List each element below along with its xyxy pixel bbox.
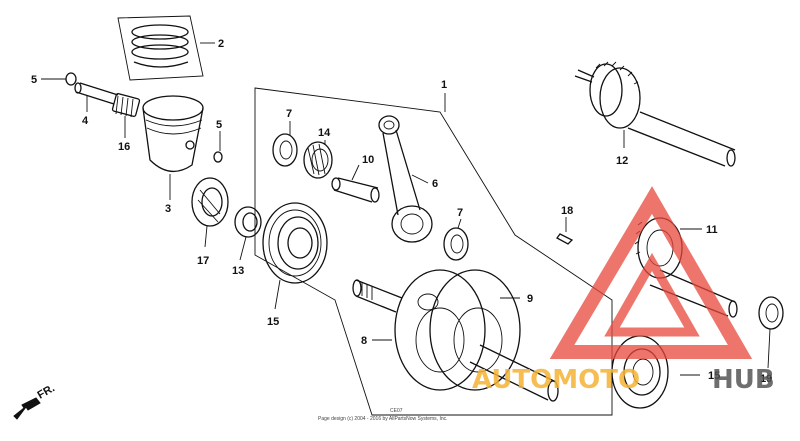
footer-copyright: Page design (c) 2004 - 2016 by AllPartsN… [318,416,448,422]
small-bearing [758,296,784,330]
front-label: FR. [36,382,57,401]
piston-pin [74,82,119,105]
thrust-washer-lower-inner [450,234,464,254]
crankshaft-left [352,269,486,391]
label-8: 8 [361,335,367,347]
label-10: 10 [362,154,374,166]
assembly-group-outline [254,87,613,416]
thrust-washer-upper [272,133,298,167]
collar [234,206,262,238]
label-16: 16 [118,141,130,153]
label-5-right: 5 [216,119,222,131]
piston [142,95,204,172]
front-arrow: FR. [13,382,57,420]
piston-pin-clip-right [213,151,223,163]
watermark-logo [549,186,753,359]
label-15-right: 15 [708,370,720,382]
countershaft-gear [574,61,736,167]
crank-pin [331,177,380,203]
label-1: 1 [441,79,447,91]
thrust-washer-upper-inner [279,140,293,160]
woodruff-key [556,233,574,245]
thrust-washer-lower [443,227,469,261]
label-6: 6 [432,178,438,190]
label-12: 12 [616,155,628,167]
oil-seal [191,177,229,227]
label-5-left: 5 [31,74,37,86]
small-end-bearing [111,93,141,118]
label-13: 13 [232,265,244,277]
piston-pin-clip-left [65,72,77,86]
label-2: 2 [218,38,224,50]
label-19: 19 [760,373,772,385]
label-7-lower: 7 [457,207,463,219]
footer-code: CE07 [390,408,403,414]
piston-rings [117,15,204,81]
label-17: 17 [197,255,209,267]
label-14: 14 [318,127,331,139]
label-9: 9 [527,293,533,305]
watermark-text-b: HUB [712,365,775,395]
connecting-rod [378,115,433,243]
label-15-left: 15 [267,316,279,328]
watermark-triangle-icon [549,186,753,359]
label-4: 4 [82,115,89,127]
watermark-inner-triangle-icon [604,252,700,337]
leader-lines [41,42,771,376]
label-7-upper: 7 [286,108,292,120]
big-end-bearing [303,141,333,179]
watermark-text-a: AUTOMOTO [472,365,640,395]
crankshaft-right [429,269,559,402]
ball-bearing-left [262,202,328,284]
label-3: 3 [165,203,171,215]
label-11: 11 [706,224,718,236]
label-18: 18 [561,205,573,217]
